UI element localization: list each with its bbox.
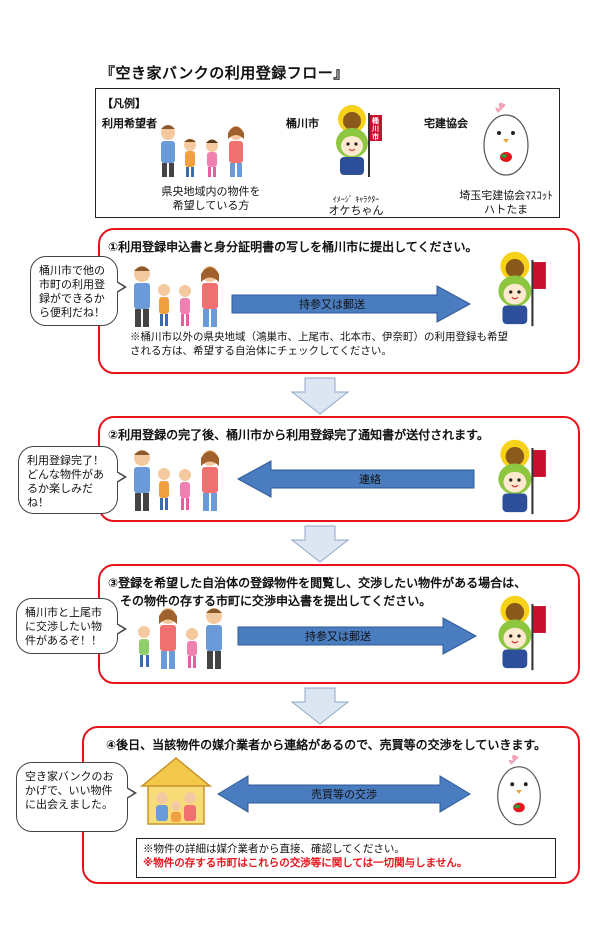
step-1-okechan-icon bbox=[498, 251, 546, 327]
step-4-arrow-label: 売買等の交渉 bbox=[311, 788, 377, 801]
step-4-speech-bubble: 空き家バンクのおかげで、いい物件に出会えました。 bbox=[16, 762, 137, 832]
okechan-mascot-icon bbox=[336, 105, 382, 177]
step-2-okechan-icon bbox=[498, 439, 546, 515]
step-2-bubble-text: 利用登録完了！どんな物件があるか楽しみだね！ bbox=[27, 454, 104, 509]
legend-applicant-desc: 県央地域内の物件を 希望している方 bbox=[161, 185, 261, 212]
legend-assoc-caption: 埼玉宅建協会ﾏｽｺｯﾄ bbox=[459, 189, 553, 202]
down-arrow-3 bbox=[290, 687, 350, 725]
step-3-family-walking-illustration bbox=[138, 608, 222, 669]
step-1-arrow-right bbox=[231, 285, 472, 323]
step-1-bubble-text: 桶川市で他の市町の利用登録ができるから便利だね！ bbox=[39, 264, 105, 319]
step-2-box: ②利用登録の完了後、桶川市から利用登録完了通知書が送付されます。 bbox=[98, 416, 580, 522]
legend-assoc-name: ハトたま bbox=[484, 203, 528, 216]
step-4-notebox: ※物件の詳細は媒介業者から直接、確認してください。 ※物件の存する市町はこれらの… bbox=[136, 838, 556, 878]
step-1-speech-bubble: 桶川市で他の市町の利用登録ができるから便利だね！ bbox=[30, 256, 127, 326]
step-2-arrow-label: 連絡 bbox=[359, 473, 381, 486]
family-illustration bbox=[161, 125, 244, 177]
legend-mascot-caption: ｲﾒｰｼﾞ ｷｬﾗｸﾀｰ bbox=[332, 195, 380, 204]
step-4-title: ④後日、当該物件の媒介業者から連絡があるので、売買等の交渉をしていきます。 bbox=[106, 738, 547, 752]
step-3-speech-bubble: 桶川市と上尾市に交渉したい物件があるぞ！！ bbox=[16, 598, 127, 654]
step-3-box: ③登録を希望した自治体の登録物件を閲覧し、交渉したい物件がある場合は、 その物件… bbox=[98, 564, 580, 684]
step-1-arrow-label: 持参又は郵送 bbox=[299, 298, 365, 311]
step-1-family-illustration bbox=[134, 266, 219, 327]
step-2-title: ②利用登録の完了後、桶川市から利用登録完了通知書が送付されます。 bbox=[108, 428, 489, 442]
legend-header: 【凡例】 bbox=[102, 97, 146, 110]
legend-box: 【凡例】 利用希望者 県央地域内の物件を 希望している方 桶川市 桶川市 ｲ bbox=[95, 88, 560, 218]
legend-assoc-label: 宅建協会 bbox=[424, 117, 468, 130]
step-3-bubble-text: 桶川市と上尾市に交渉したい物件があるぞ！！ bbox=[25, 606, 102, 647]
step-2-arrow-left bbox=[236, 460, 475, 498]
step-4-house-family-illustration bbox=[139, 757, 213, 825]
step-3-title: ③登録を希望した自治体の登録物件を閲覧し、交渉したい物件がある場合は、 bbox=[108, 576, 527, 590]
legend-banner: 桶川市 bbox=[372, 117, 379, 141]
step-2-family-illustration bbox=[134, 450, 219, 511]
step-1-box: ①利用登録申込書と身分証明書の写しを桶川市に提出してください。 ※桶川市以外の県… bbox=[98, 228, 580, 374]
step-3-okechan-icon bbox=[498, 595, 546, 671]
step-4-hatotama-icon bbox=[497, 754, 541, 826]
step-4-bubble-text: 空き家バンクのおかげで、いい物件に出会えました。 bbox=[25, 770, 114, 811]
step-4-arrow-bidirectional bbox=[217, 775, 471, 813]
step-3-title-line2: その物件の存する市町に交渉申込書を提出してください。 bbox=[120, 594, 432, 608]
step-3-arrow-right bbox=[237, 617, 478, 655]
down-arrow-2 bbox=[290, 525, 350, 563]
step-4-note-line1: ※物件の詳細は媒介業者から直接、確認してください。 bbox=[143, 843, 405, 855]
legend-mascot-name: オケちゃん bbox=[328, 204, 384, 217]
step-2-speech-bubble: 利用登録完了！どんな物件があるか楽しみだね！ bbox=[18, 446, 127, 514]
down-arrow-1 bbox=[290, 377, 350, 415]
page-title: 『空き家バンクの利用登録フロー』 bbox=[100, 64, 349, 82]
step-1-note: ※桶川市以外の県央地域（鴻巣市、上尾市、北本市、伊奈町）の利用登録も希望 される… bbox=[130, 331, 508, 357]
step-1-title: ①利用登録申込書と身分証明書の写しを桶川市に提出してください。 bbox=[108, 240, 478, 254]
step-4-note-warning: ※物件の存する市町はこれらの交渉等に関しては一切関与しません。 bbox=[143, 857, 468, 869]
legend-applicant-label: 利用希望者 bbox=[102, 117, 157, 130]
legend-city-label: 桶川市 bbox=[286, 117, 319, 130]
step-3-arrow-label: 持参又は郵送 bbox=[305, 630, 371, 643]
hatotama-mascot-icon bbox=[483, 102, 529, 176]
